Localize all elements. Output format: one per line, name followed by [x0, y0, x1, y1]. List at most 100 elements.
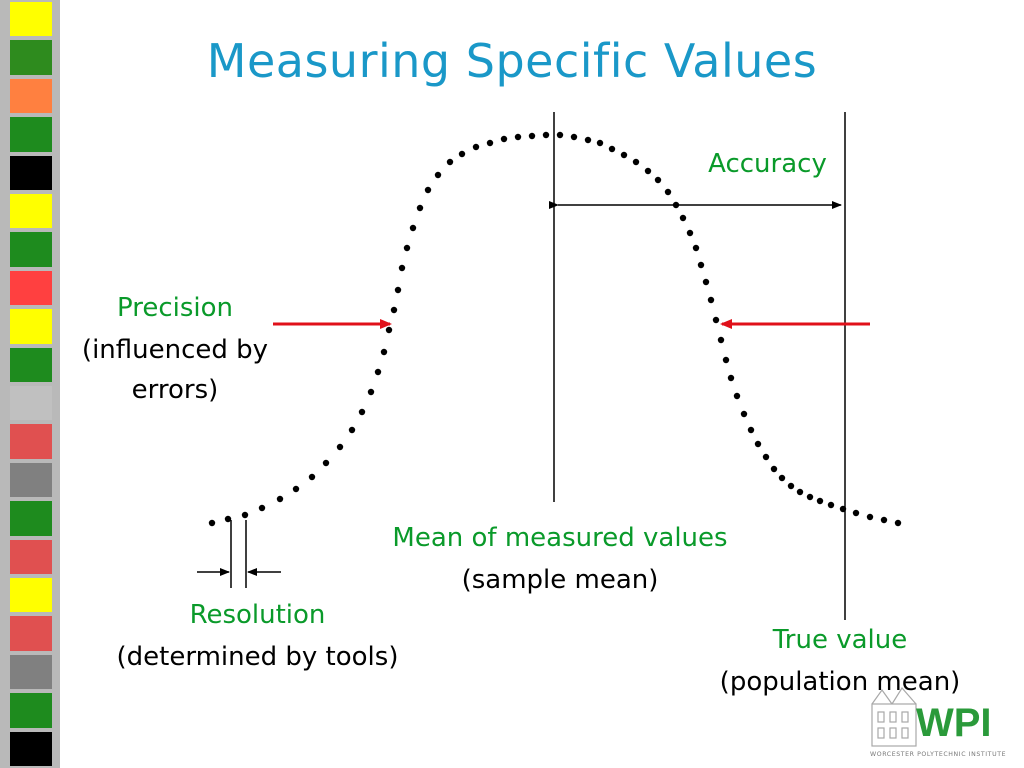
- building-icon: [871, 686, 917, 747]
- curve-dot: [664, 188, 672, 196]
- strip-block: [10, 501, 52, 536]
- distribution-curve: [208, 131, 902, 527]
- strip-block: [10, 539, 52, 574]
- curve-dot: [762, 453, 770, 461]
- strip-block: [10, 155, 52, 190]
- curve-dot: [308, 473, 316, 481]
- curve-dot: [486, 139, 494, 147]
- sample-mean-sub-label: (sample mean): [461, 565, 659, 595]
- curve-dot: [880, 516, 888, 524]
- curve-dot: [258, 504, 266, 512]
- curve-dot: [894, 519, 902, 527]
- curve-dot: [584, 136, 592, 144]
- curve-dot: [434, 171, 442, 179]
- precision-label: Precision: [116, 293, 233, 323]
- curve-dot: [722, 356, 730, 364]
- strip-block: [10, 78, 52, 114]
- curve-dot: [500, 135, 508, 143]
- strip-block: [10, 232, 52, 267]
- curve-dot: [542, 131, 550, 139]
- curve-dot: [416, 204, 424, 212]
- decorative-color-strip: [0, 0, 60, 768]
- curve-dot: [380, 348, 388, 356]
- wpi-logo: WPI WORCESTER POLYTECHNIC INSTITUTE: [870, 686, 1006, 758]
- precision-sub-label-1: (influenced by: [81, 335, 269, 365]
- strip-block: [10, 693, 52, 728]
- curve-dot: [424, 186, 432, 194]
- curve-dot: [224, 515, 232, 523]
- curve-dot: [747, 426, 755, 434]
- strip-block: [10, 117, 52, 152]
- curve-dot: [697, 261, 705, 269]
- strip-block: [10, 731, 52, 766]
- strip-block: [10, 40, 52, 75]
- curve-dot: [358, 408, 366, 416]
- curve-dot: [806, 493, 814, 501]
- curve-dot: [620, 151, 628, 159]
- curve-dot: [409, 224, 417, 232]
- curve-dot: [827, 501, 835, 509]
- curve-dot: [733, 392, 741, 400]
- curve-dot: [707, 296, 715, 304]
- curve-dot: [208, 519, 216, 527]
- curve-dot: [336, 443, 344, 451]
- curve-dot: [514, 133, 522, 141]
- curve-dot: [367, 388, 375, 396]
- curve-dot: [292, 485, 300, 493]
- strip-block: [10, 194, 52, 229]
- curve-dot: [596, 139, 604, 147]
- curve-dot: [570, 133, 578, 141]
- curve-dot: [679, 214, 687, 222]
- resolution-label: Resolution: [189, 600, 326, 630]
- curve-dot: [712, 316, 720, 324]
- curve-dot: [692, 244, 700, 252]
- curve-dot: [390, 306, 398, 314]
- strip-block: [10, 347, 52, 382]
- strip-block: [10, 309, 52, 344]
- strip-block: [10, 2, 52, 37]
- curve-dot: [374, 368, 382, 376]
- curve-dot: [816, 497, 824, 505]
- true-value-label: True value: [772, 625, 908, 655]
- slide-title: Measuring Specific Values: [206, 34, 818, 88]
- curve-dot: [778, 474, 786, 482]
- strip-block: [10, 654, 52, 690]
- curve-dot: [528, 132, 536, 140]
- curve-dot: [702, 278, 710, 286]
- curve-dot: [686, 229, 694, 237]
- curve-dot: [394, 286, 402, 294]
- curve-dot: [866, 513, 874, 521]
- curve-dot: [770, 465, 778, 473]
- strip-block: [10, 270, 52, 306]
- curve-dot: [717, 336, 725, 344]
- curve-dot: [398, 264, 406, 272]
- accuracy-label: Accuracy: [708, 149, 827, 179]
- resolution-sub-label: (determined by tools): [116, 642, 399, 672]
- strip-block: [10, 462, 52, 498]
- curve-dot: [796, 488, 804, 496]
- curve-dot: [322, 459, 330, 467]
- curve-dot: [608, 145, 616, 153]
- curve-dot: [348, 426, 356, 434]
- true-value-sub-label: (population mean): [719, 667, 961, 697]
- curve-dot: [654, 176, 662, 184]
- wpi-logo-tagline: WORCESTER POLYTECHNIC INSTITUTE: [870, 751, 1006, 758]
- curve-dot: [276, 495, 284, 503]
- strip-block: [10, 578, 52, 613]
- precision-sub-label-2: errors): [131, 375, 219, 405]
- sample-mean-label: Mean of measured values: [392, 523, 728, 553]
- strip-block: [10, 616, 52, 651]
- curve-dot: [787, 482, 795, 490]
- curve-dot: [458, 150, 466, 158]
- strip-block: [10, 386, 52, 421]
- strip-block: [10, 424, 52, 459]
- curve-dot: [727, 374, 735, 382]
- curve-dot: [852, 509, 860, 517]
- curve-dot: [644, 167, 652, 175]
- curve-dot: [740, 410, 748, 418]
- curve-dot: [556, 131, 564, 139]
- wpi-logo-text: WPI: [916, 701, 992, 745]
- curve-dot: [241, 511, 249, 519]
